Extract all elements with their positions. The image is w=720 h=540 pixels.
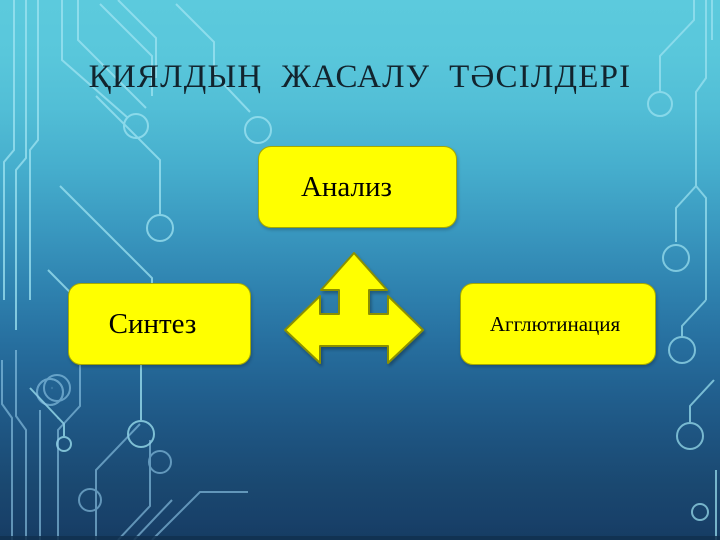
three-way-arrow (283, 251, 425, 366)
concept-box-analiz-label: Анализ (300, 170, 393, 203)
slide-bottom-edge (0, 536, 720, 540)
concept-box-sintez-label: Синтез (108, 307, 197, 340)
page-title: ҚИЯЛДЫҢ ЖАСАЛУ ТӘСІЛДЕРІ (88, 59, 632, 95)
concept-box-analiz[interactable]: Анализ (258, 146, 457, 228)
concept-box-agglyutinaciya-label: Агглютинация (489, 311, 621, 336)
arrow-shape (284, 252, 424, 364)
concept-box-sintez[interactable]: Синтез (68, 283, 251, 365)
concept-box-agglyutinaciya[interactable]: Агглютинация (460, 283, 656, 365)
